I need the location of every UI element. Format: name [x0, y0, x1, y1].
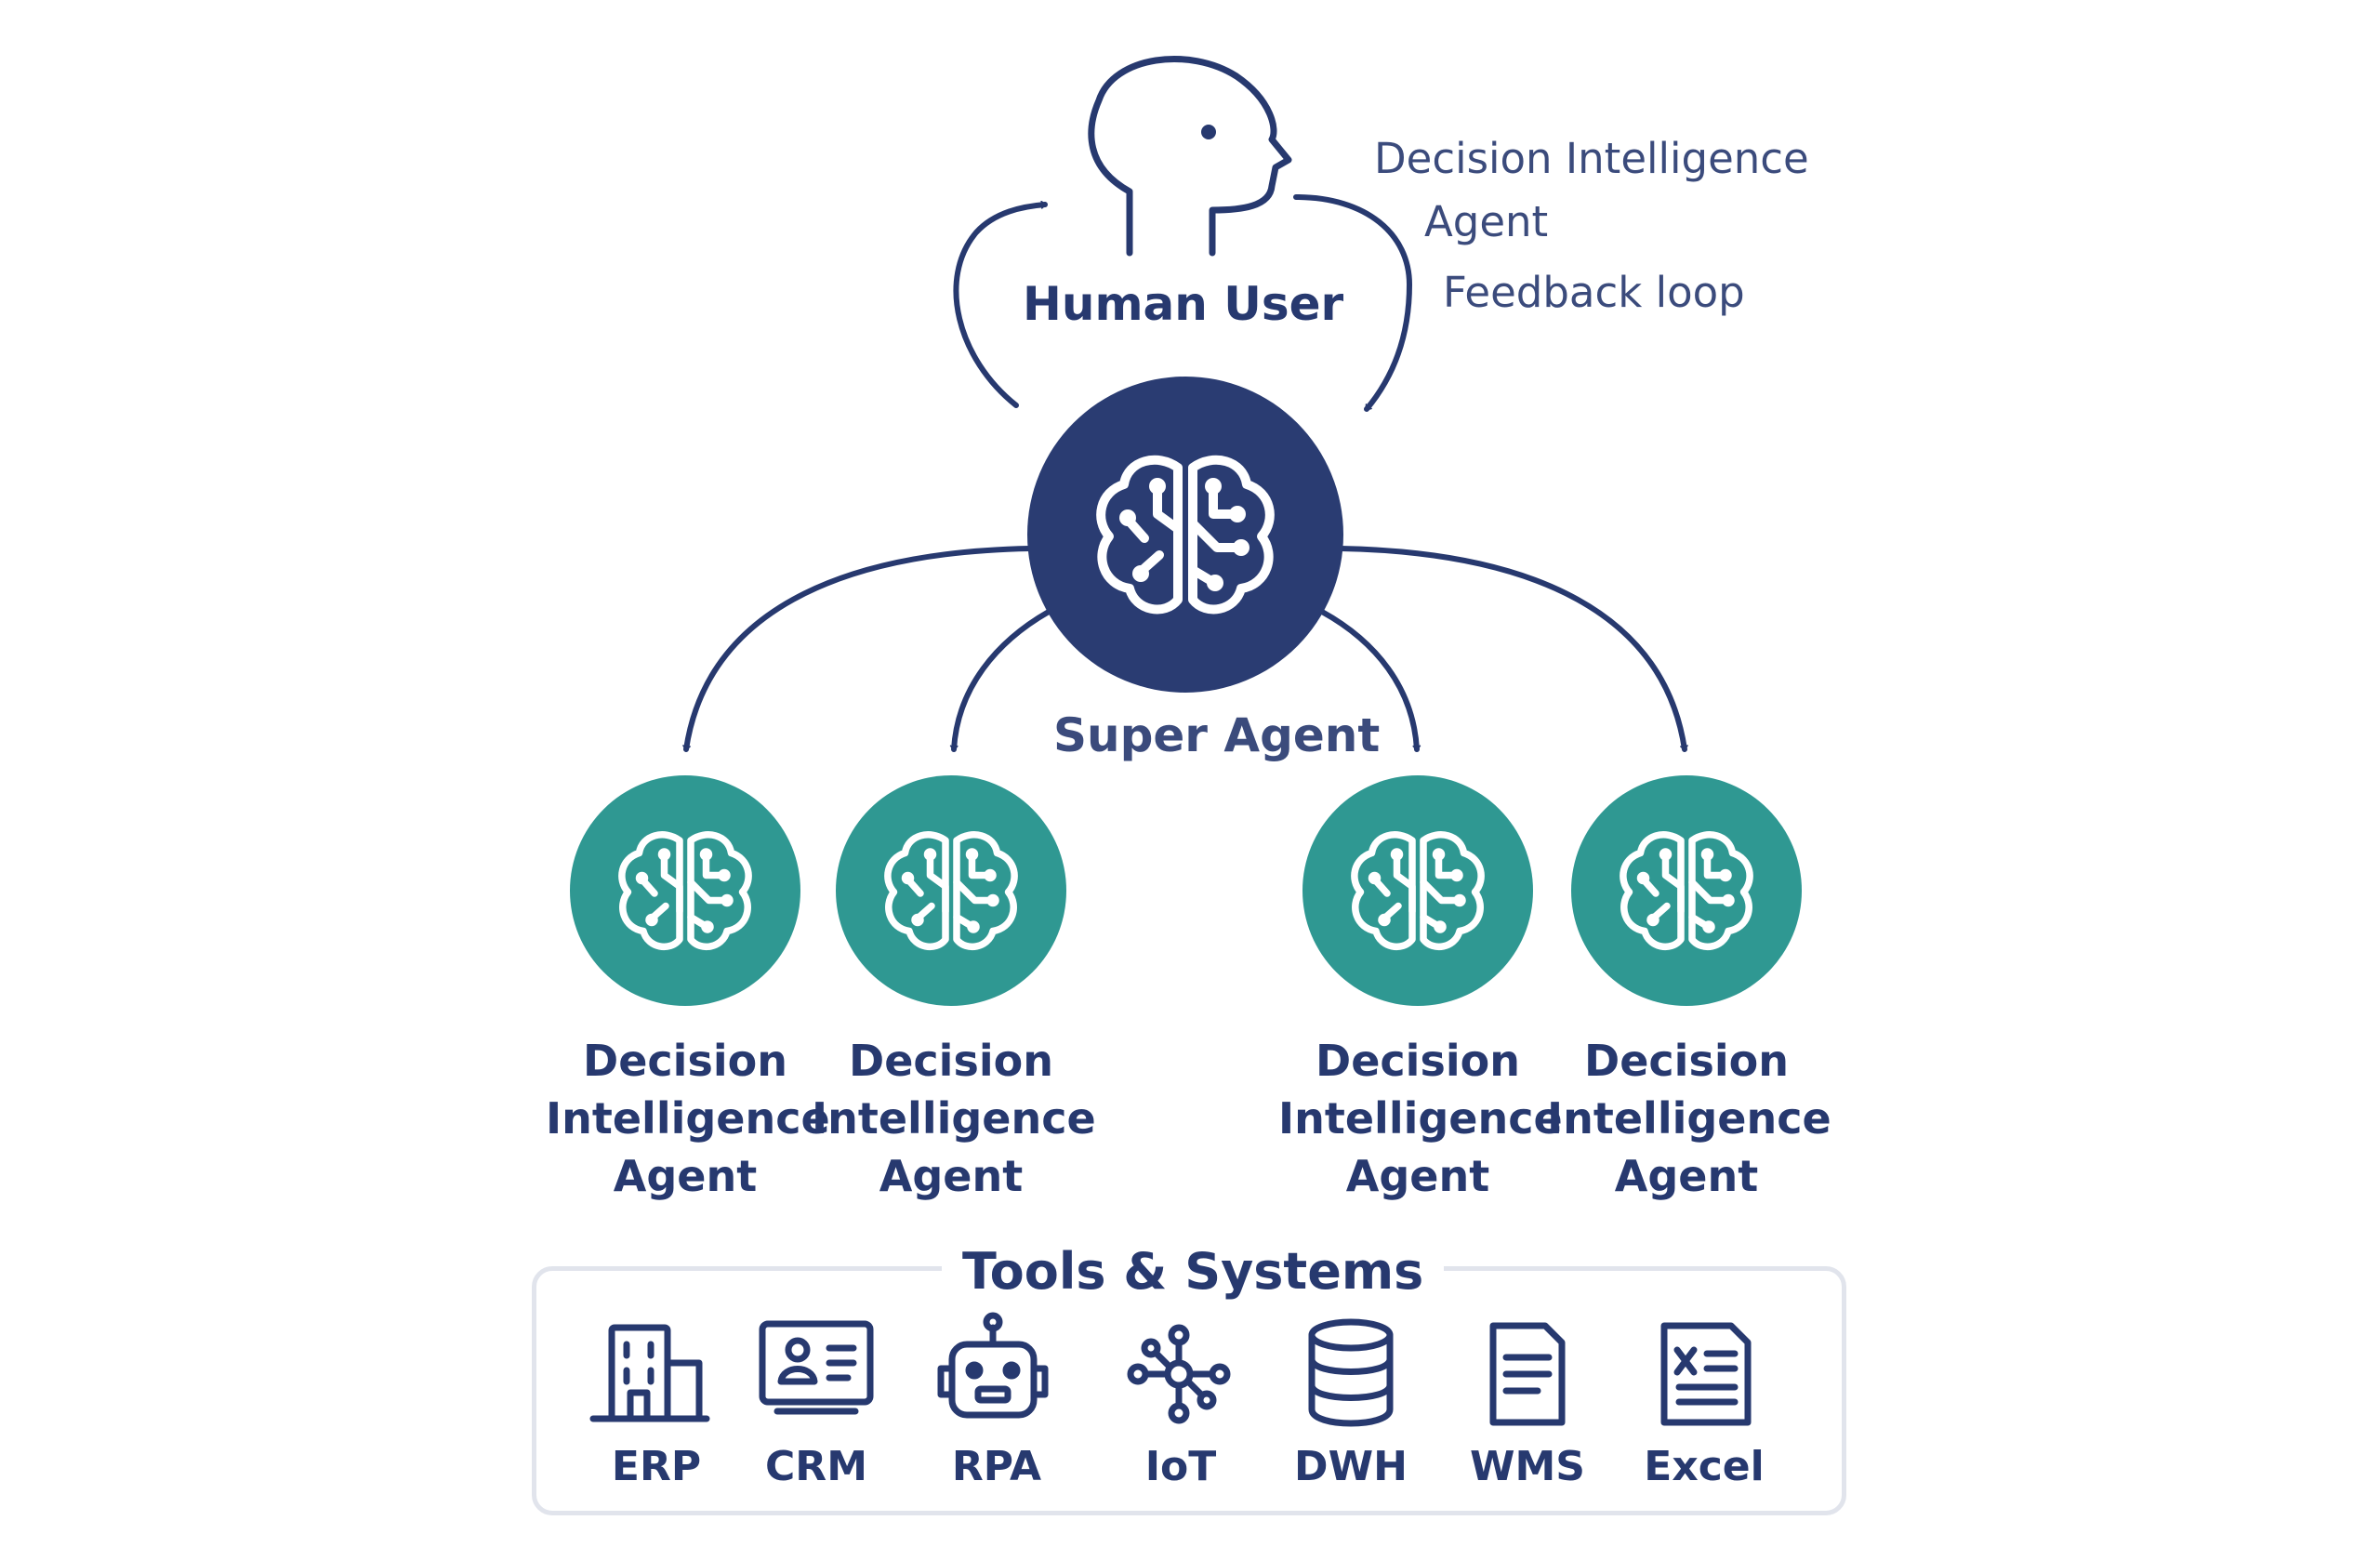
excel-sheet-icon	[1660, 1322, 1752, 1426]
agent-label-4: Decision Intelligence Agent	[1547, 1032, 1831, 1205]
tools-systems-title: Tools & Systems	[942, 1242, 1445, 1301]
human-user-label: Human User	[1023, 277, 1344, 331]
agent-label-line: Decision	[849, 1036, 1053, 1086]
agent-label-line: Agent	[1614, 1151, 1759, 1201]
arrow-to-agent-1	[682, 546, 1033, 752]
agent-node-1	[570, 775, 800, 1006]
agent-label-line: Decision	[1316, 1036, 1520, 1086]
agent-label-line: Decision	[1584, 1036, 1789, 1086]
super-agent-node	[1027, 377, 1343, 693]
super-agent-label: Super Agent	[1053, 708, 1381, 762]
database-icon	[1308, 1318, 1394, 1427]
tool-label-crm: CRM	[765, 1443, 867, 1490]
tool-label-rpa: RPA	[951, 1443, 1042, 1490]
tool-label-erp: ERP	[611, 1443, 702, 1490]
tool-label-dwh: DWH	[1294, 1443, 1408, 1490]
network-hub-icon	[1127, 1324, 1231, 1424]
agent-label-line: Intelligence	[1278, 1093, 1563, 1144]
agent-label-line: Decision	[583, 1036, 787, 1086]
agent-label-1: Decision Intelligence Agent	[546, 1032, 830, 1205]
feedback-arrow-up	[953, 200, 1048, 408]
agent-node-4	[1571, 775, 1802, 1006]
contact-card-icon	[759, 1320, 874, 1415]
tool-label-excel: Excel	[1644, 1443, 1765, 1490]
agent-label-line: Intelligence	[546, 1093, 830, 1144]
tool-label-wms: WMS	[1469, 1443, 1585, 1490]
agent-label-line: Agent	[613, 1151, 758, 1201]
agent-node-3	[1302, 775, 1533, 1006]
agent-node-2	[836, 775, 1066, 1006]
human-head-icon	[1088, 56, 1292, 257]
feedback-arrow-down	[1293, 194, 1413, 412]
feedback-note-line1: Decision Intelligence	[1374, 134, 1809, 183]
arrow-to-agent-4	[1338, 546, 1688, 752]
robot-icon	[937, 1312, 1049, 1419]
document-icon	[1489, 1322, 1566, 1426]
feedback-note-line2: Agent	[1424, 197, 1549, 246]
arrow-to-agent-2	[949, 609, 1051, 752]
agent-label-line: Intelligence	[812, 1093, 1096, 1144]
arrow-to-agent-3	[1319, 609, 1421, 752]
agent-label-3: Decision Intelligence Agent	[1278, 1032, 1563, 1205]
tool-label-iot: IoT	[1144, 1443, 1217, 1490]
building-icon	[589, 1324, 710, 1422]
agent-label-line: Intelligence	[1547, 1093, 1831, 1144]
agent-label-2: Decision Intelligence Agent	[812, 1032, 1096, 1205]
agent-label-line: Agent	[879, 1151, 1024, 1201]
agent-label-line: Agent	[1345, 1151, 1490, 1201]
feedback-loop-label: Feedback loop	[1443, 268, 1745, 317]
